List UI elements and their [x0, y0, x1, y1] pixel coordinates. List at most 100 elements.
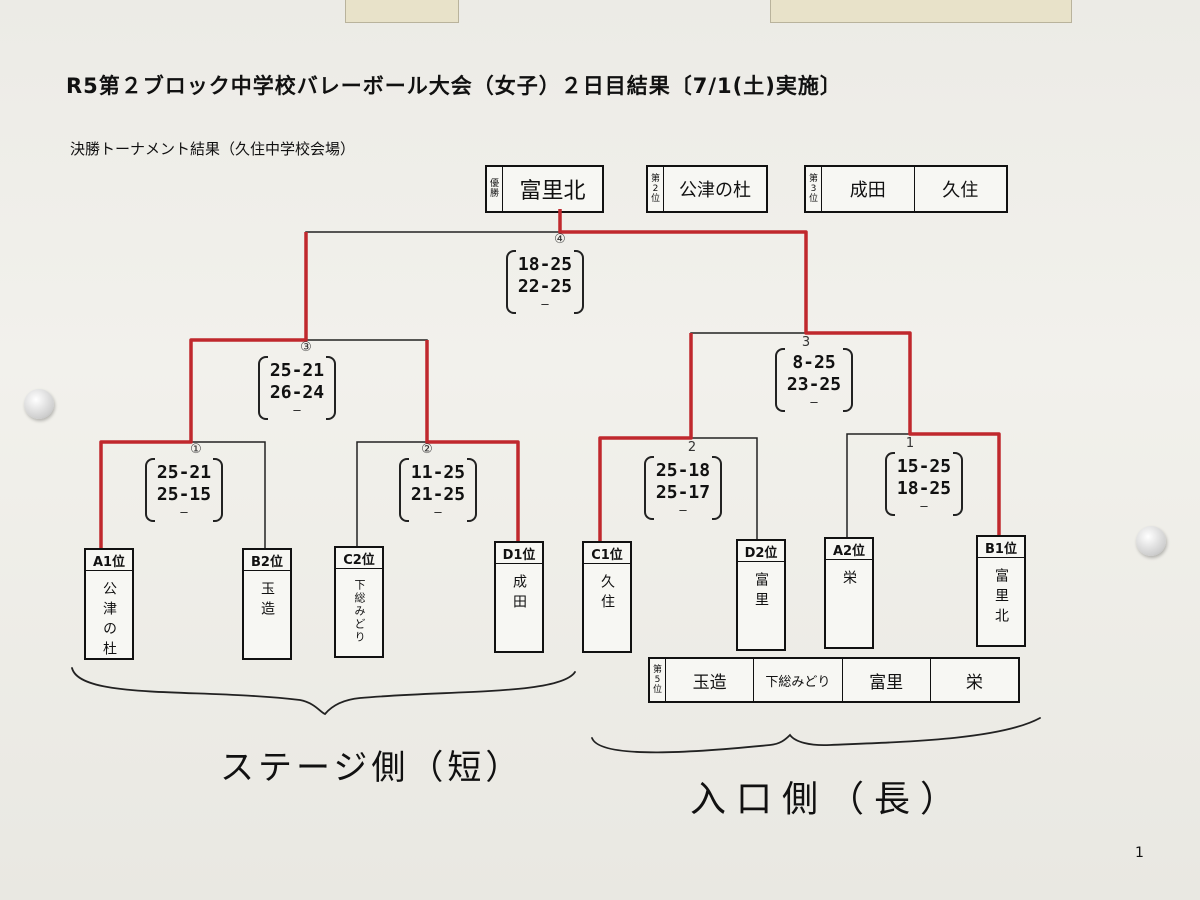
score-set: 8-25 [792, 352, 836, 373]
score-empty-set: – [679, 503, 687, 517]
team-name: 公津の杜 [101, 581, 117, 661]
third-place-name-2: 久住 [942, 180, 979, 201]
team-box-b1: B1位 富里北 [976, 535, 1026, 647]
team-name: 久住 [599, 574, 615, 614]
match-number-r1: 1 [905, 436, 915, 451]
rank-label-first: 優 勝 [487, 167, 504, 211]
winner-line-kusumi [598, 333, 693, 548]
match-number-3: ③ [300, 340, 312, 355]
match-number-final: ④ [554, 232, 566, 247]
paren-left [145, 458, 155, 522]
team-box-d1: D1位 成田 [494, 541, 544, 653]
team-position: C2位 [336, 548, 382, 569]
team-position: A1位 [86, 550, 132, 571]
paren-left [775, 348, 785, 412]
score-match-r1: 15-25 18-25 – [885, 452, 963, 516]
paper-tab-right [770, 0, 1072, 23]
pushpin-left [24, 389, 54, 419]
score-empty-set: – [810, 395, 818, 409]
team-position: B2位 [244, 550, 290, 571]
score-match-1: 25-21 25-15 – [145, 458, 223, 522]
fifth-place-name-2: 下総みどり [754, 659, 843, 701]
winner-line-kozunomori [99, 232, 308, 548]
paren-left [644, 456, 654, 520]
pushpin-right [1136, 526, 1166, 556]
score-set: 25-21 [156, 462, 212, 483]
team-position: C1位 [584, 543, 630, 564]
score-set: 18-25 [517, 254, 573, 275]
paren-left [885, 452, 895, 516]
paper-tab-left [345, 0, 459, 23]
score-set: 15-25 [896, 456, 952, 477]
team-box-a1: A1位 公津の杜 [84, 548, 134, 661]
score-set: 23-25 [786, 374, 842, 395]
match-number-r2: 2 [687, 440, 697, 455]
team-name: 栄 [841, 570, 857, 590]
score-empty-set: – [920, 499, 928, 513]
paren-left [399, 458, 409, 522]
team-name: 富里 [753, 572, 769, 612]
fifth-place-name-3: 富里 [843, 659, 931, 701]
page-title: R5第２ブロック中学校バレーボール大会（女子）２日目結果〔7/1(土)実施〕 [66, 74, 842, 98]
score-empty-set: – [541, 297, 549, 311]
paren-right [574, 250, 584, 314]
paren-right [712, 456, 722, 520]
paren-left [506, 250, 516, 314]
winner-path-lines [99, 209, 1001, 548]
paren-right [467, 458, 477, 522]
winner-line-tomisatokita [558, 209, 1001, 548]
rank-label-third: 第 3 位 [806, 167, 823, 211]
team-name: 富里北 [993, 568, 1009, 628]
score-empty-set: – [434, 505, 442, 519]
fifth-place-box: 第 5 位 玉造 下総みどり 富里 栄 [648, 657, 1020, 703]
score-empty-set: – [293, 403, 301, 417]
third-place-name-1: 成田 [822, 167, 915, 211]
entrance-side-label: 入口側（長） [690, 779, 967, 820]
team-box-c2: C2位 下総みどり [334, 546, 384, 658]
score-set: 25-21 [269, 360, 325, 381]
score-set: 21-25 [410, 484, 466, 505]
rank-label-fifth: 第 5 位 [650, 659, 667, 701]
paren-left [258, 356, 268, 420]
stage-side-brace [71, 667, 576, 716]
winner-line-narita [425, 340, 520, 548]
paren-right [843, 348, 853, 412]
rank-label-second: 第 2 位 [648, 167, 665, 211]
entrance-side-brace [591, 717, 1041, 754]
paren-right [213, 458, 223, 522]
match-number-2: ② [421, 442, 433, 457]
team-box-c1: C1位 久住 [582, 541, 632, 653]
stage-side-label: ステージ側（短） [220, 748, 524, 788]
team-box-d2: D2位 富里 [736, 539, 786, 651]
team-box-b2: B2位 玉造 [242, 548, 292, 660]
page-subtitle: 決勝トーナメント結果（久住中学校会場） [70, 140, 356, 158]
score-match-r2: 25-18 25-17 – [644, 456, 722, 520]
fifth-place-name-1: 玉造 [666, 659, 755, 701]
page-number: 1 [1135, 845, 1144, 861]
team-name: 成田 [511, 574, 527, 614]
third-place-box: 第 3 位 成田 久住 [804, 165, 1008, 213]
team-position: D1位 [496, 543, 542, 564]
paren-right [953, 452, 963, 516]
team-name: 玉造 [259, 581, 275, 621]
score-match-3: 25-21 26-24 – [258, 356, 336, 420]
team-name: 下総みどり [353, 579, 366, 644]
champion-box: 優 勝 富里北 [485, 165, 604, 213]
team-position: A2位 [826, 539, 872, 560]
match-number-r3: 3 [801, 335, 811, 350]
score-empty-set: – [180, 505, 188, 519]
paren-right [326, 356, 336, 420]
score-set: 26-24 [269, 382, 325, 403]
match-number-1: ① [190, 442, 202, 457]
score-match-r3: 8-25 23-25 – [775, 348, 853, 412]
score-set: 25-15 [156, 484, 212, 505]
score-match-2: 11-25 21-25 – [399, 458, 477, 522]
team-position: D2位 [738, 541, 784, 562]
score-set: 11-25 [410, 462, 466, 483]
score-set: 22-25 [517, 276, 573, 297]
second-place-name: 公津の杜 [679, 180, 751, 201]
score-set: 18-25 [896, 478, 952, 499]
team-box-a2: A2位 栄 [824, 537, 874, 649]
champion-name: 富里北 [519, 179, 586, 204]
